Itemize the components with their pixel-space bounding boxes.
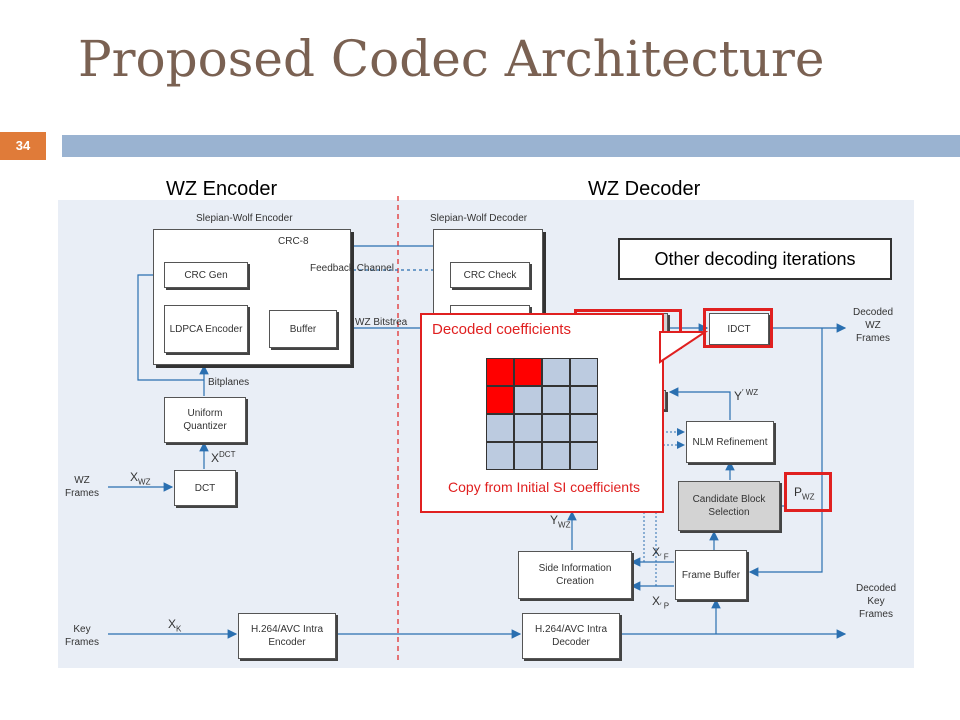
frame-buffer-block: Frame Buffer [675,550,747,600]
h264-decoder-block: H.264/AVC Intra Decoder [522,613,620,659]
side-information-block: Side Information Creation [518,551,632,599]
wz-bitstream-label: WZ Bitstrea [355,317,408,328]
coefficient-cell [486,358,514,386]
coefficient-cell [542,414,570,442]
buffer-block: Buffer [269,310,337,348]
p-wz-label: PWZ [794,485,815,502]
crc-check-block: CRC Check [450,262,530,288]
dct-block: DCT [174,470,236,506]
coefficient-cell [514,414,542,442]
decoded-key-frames-label: Decoded Key Frames [855,583,897,620]
encoder-header: WZ Encoder [166,178,278,200]
sw-decoder-label: Slepian-Wolf Decoder [430,213,528,224]
coefficient-cell [570,442,598,470]
y-prime-wz-label: Y′ WZ [734,388,759,403]
coefficient-cell [570,358,598,386]
wz-frames-label: WZ Frames [65,475,99,499]
callout-pointer [659,331,709,364]
decoder-header: WZ Decoder [588,178,701,200]
other-iterations-box: Other decoding iterations [618,238,892,280]
decoded-wz-frames-label: Decoded WZ Frames [852,307,894,344]
callout-footer: Copy from Initial SI coefficients [448,479,640,495]
slide-title: Proposed Codec Architecture [78,30,825,88]
coefficient-cell [542,358,570,386]
coefficient-cell [542,386,570,414]
coefficient-grid [486,358,598,470]
coefficient-cell [486,442,514,470]
x-prime-f-label: X′ F [652,545,669,562]
decoded-coefficients-callout: Decoded coefficients Copy from Initial S… [420,313,664,513]
crc8-label: CRC-8 [278,236,309,247]
key-frames-label: Key Frames [65,624,99,648]
coefficient-cell [542,442,570,470]
candidate-block-selection: Candidate Block Selection [678,481,780,531]
coefficient-cell [570,414,598,442]
crc-gen-block: CRC Gen [164,262,248,288]
accent-bar [62,135,960,157]
coefficient-cell [514,442,542,470]
x-k-label: XK [168,617,182,634]
nlm-refinement-block: NLM Refinement [686,421,774,463]
y-wz-label: YWZ [550,513,571,530]
bitplanes-label: Bitplanes [208,377,250,388]
coefficient-cell [514,386,542,414]
idct-highlight [703,308,773,348]
callout-title: Decoded coefficients [432,321,571,338]
ldpca-encoder-block: LDPCA Encoder [164,305,248,353]
feedback-channel-label: Feedback Channel [310,263,394,274]
coefficient-cell [486,386,514,414]
coefficient-cell [570,386,598,414]
coefficient-cell [514,358,542,386]
h264-encoder-block: H.264/AVC Intra Encoder [238,613,336,659]
coefficient-cell [486,414,514,442]
idct-block: IDCT [709,313,769,345]
x-prime-p-label: X′ P [652,594,670,611]
sw-encoder-label: Slepian-Wolf Encoder [196,213,293,224]
page-number: 34 [0,132,46,160]
x-wz-label: XWZ [130,470,151,487]
x-dct-label: XDCT [211,450,236,465]
p-wz-highlight [784,472,832,512]
uniform-quantizer-block: Uniform Quantizer [164,397,246,443]
